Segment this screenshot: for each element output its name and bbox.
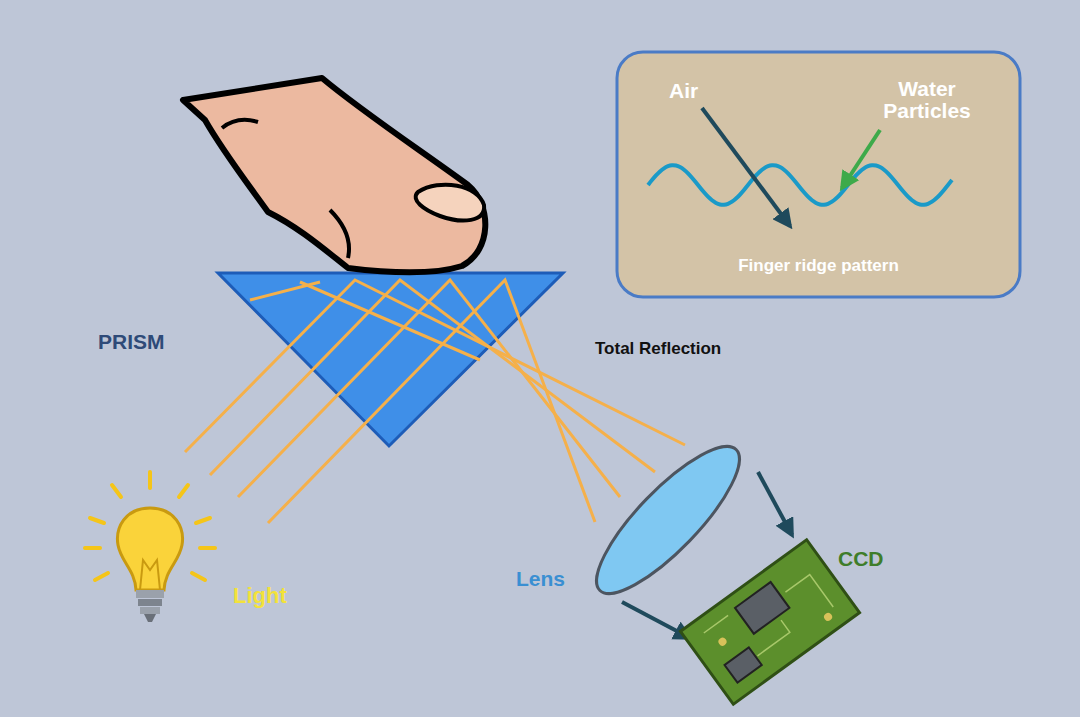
air-arrow: [702, 108, 790, 226]
light-bulb: [85, 472, 215, 622]
lens: [578, 429, 757, 612]
lens-label: Lens: [516, 567, 565, 590]
inset-panel: [617, 52, 1020, 297]
ccd-board: [680, 540, 859, 705]
inset-text: Water Particles: [857, 78, 997, 122]
finger: [183, 78, 485, 272]
inset-box: Air Water ParticlesFinger ridge pattern: [617, 52, 1020, 297]
ccd-label: CCD: [838, 547, 884, 570]
ridge-wave: [648, 165, 952, 205]
light-label: Light: [233, 584, 287, 608]
light-rays: [185, 280, 685, 523]
inset-text: Finger ridge pattern: [677, 257, 960, 275]
reflection-label: Total Reflection: [595, 340, 721, 359]
inset-text: Air: [669, 80, 698, 102]
water-arrow: [842, 130, 880, 188]
prism-label: PRISM: [98, 330, 165, 353]
